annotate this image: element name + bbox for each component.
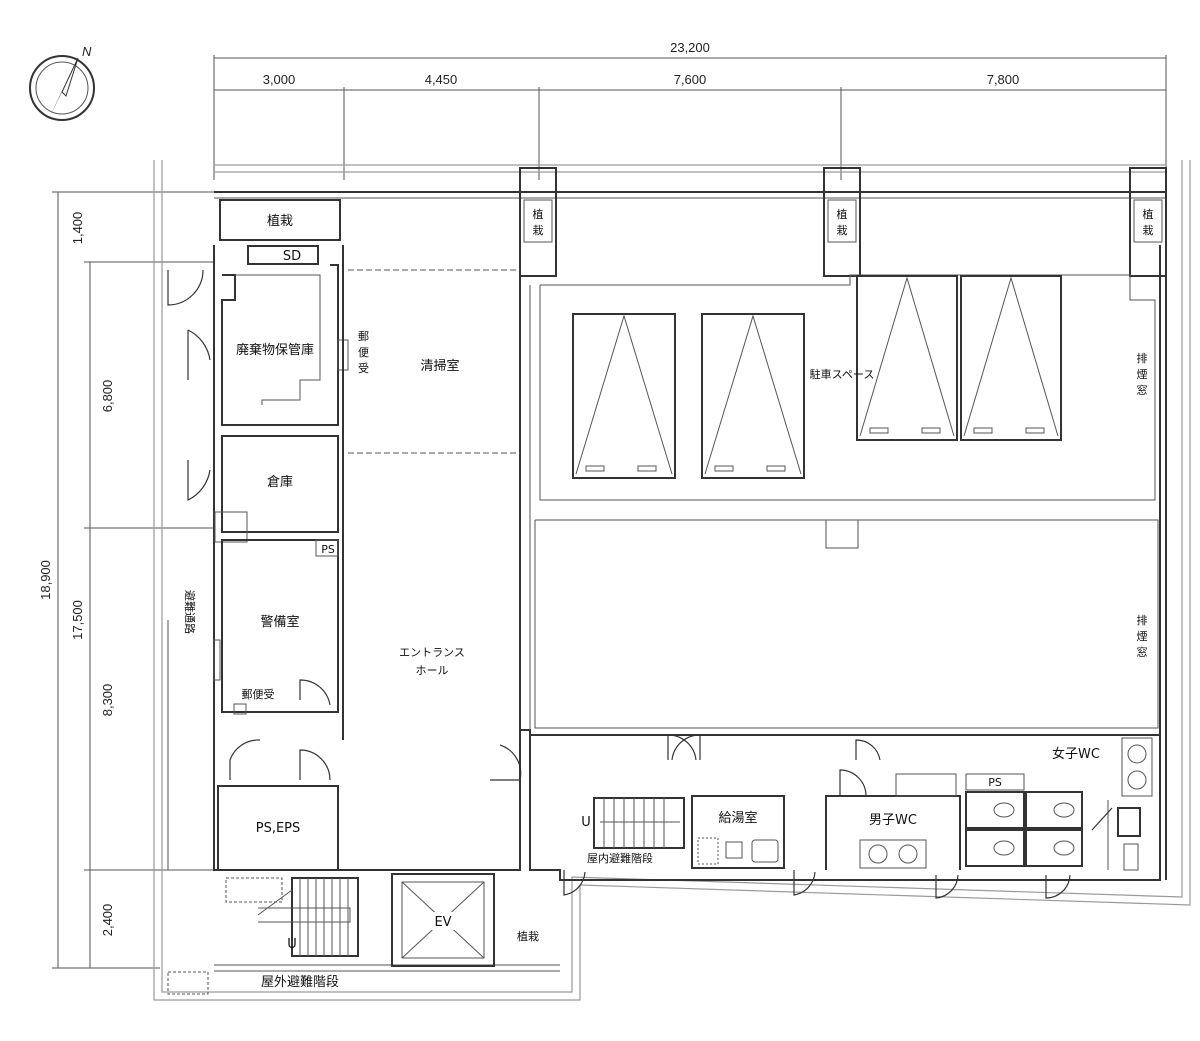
parking-label: 駐車スペース bbox=[810, 367, 875, 381]
ps-label-1: PS bbox=[321, 543, 335, 556]
warehouse: 倉庫 bbox=[214, 435, 339, 543]
planting-label-5: 植栽 bbox=[517, 929, 539, 943]
site-boundary bbox=[153, 160, 1191, 1001]
ps-eps-room: PS,EPS bbox=[217, 785, 339, 871]
building-walls bbox=[213, 245, 1167, 881]
mens-wc-label: 男子WC bbox=[869, 813, 917, 828]
smoke-vent-label-1c: 窓 bbox=[1137, 383, 1148, 397]
indoor-stairs-label: 屋内避難階段 bbox=[587, 851, 653, 865]
smoke-vent-label-2b: 煙 bbox=[1137, 630, 1148, 643]
planting-label-4a: 植 bbox=[1143, 207, 1154, 221]
top-dimensions: 23,200 3,000 4,450 7,600 7,800 bbox=[213, 40, 1167, 180]
up-mark-1: U bbox=[581, 815, 591, 830]
dim-row3: 8,300 bbox=[100, 684, 115, 717]
planting-label-3a: 植 bbox=[837, 207, 848, 221]
dim-total-depth: 18,900 bbox=[38, 560, 53, 600]
up-mark-2: U bbox=[287, 937, 297, 952]
north-arrow-icon: N bbox=[29, 44, 95, 121]
column-1 bbox=[519, 167, 557, 277]
womens-wc: 女子WC bbox=[1052, 737, 1153, 871]
parking-space-1 bbox=[572, 313, 676, 479]
dim-bay3: 7,600 bbox=[674, 72, 707, 87]
column-3 bbox=[1129, 167, 1167, 277]
evac-path-label: 避難通路 bbox=[183, 590, 197, 634]
dim-row4: 2,400 bbox=[100, 904, 115, 937]
kitchenette-label: 給湯室 bbox=[718, 810, 757, 826]
sd-label: SD bbox=[283, 249, 301, 264]
cleaning-room-label: 清掃室 bbox=[420, 358, 459, 374]
smoke-vent-label-2c: 窓 bbox=[1137, 645, 1148, 659]
mailbox-label-1c: 受 bbox=[358, 362, 369, 375]
security-room-label: 警備室 bbox=[260, 614, 299, 630]
elevator: EV bbox=[391, 873, 495, 967]
parking-space-2 bbox=[701, 313, 805, 479]
smoke-vent-label-1b: 煙 bbox=[1137, 368, 1148, 381]
entrance-hall: エントランス ホール bbox=[399, 646, 522, 781]
planting-label-1: 植栽 bbox=[267, 213, 293, 229]
mens-wc: 男子WC bbox=[825, 739, 961, 899]
dim-total-width: 23,200 bbox=[670, 40, 710, 55]
planting-strip: 植栽 植 栽 植 栽 植 栽 bbox=[214, 167, 1167, 277]
kitchenette: 給湯室 bbox=[691, 795, 816, 896]
dim-bay2: 4,450 bbox=[425, 72, 458, 87]
planting-label-2a: 植 bbox=[533, 207, 544, 221]
indoor-stairs: U 屋内避難階段 bbox=[581, 734, 701, 865]
outdoor-stairs-label: 屋外避難階段 bbox=[261, 975, 339, 990]
smoke-vent-label-1a: 排 bbox=[1137, 351, 1148, 365]
security-room: PS 警備室 郵便受 bbox=[213, 539, 339, 715]
mailbox-label-1: 郵 bbox=[358, 330, 369, 343]
ps-label-2: PS bbox=[988, 776, 1002, 789]
waste-storage-label: 廃棄物保管庫 bbox=[236, 342, 314, 358]
dim-bay4: 7,800 bbox=[987, 72, 1020, 87]
dim-depth-inner: 17,500 bbox=[70, 600, 85, 640]
mailbox-label-2: 郵便受 bbox=[242, 688, 275, 701]
dim-row1: 1,400 bbox=[70, 212, 85, 245]
womens-wc-label: 女子WC bbox=[1052, 746, 1100, 762]
planting-label-3b: 栽 bbox=[837, 224, 848, 237]
planting-label-4b: 栽 bbox=[1143, 224, 1154, 237]
north-label: N bbox=[82, 44, 92, 59]
dim-row2: 6,800 bbox=[100, 380, 115, 413]
planting-bed-1 bbox=[219, 199, 341, 241]
waste-storage-room: 廃棄物保管庫 郵 便 受 bbox=[221, 264, 369, 426]
parking-space-3 bbox=[856, 275, 958, 441]
ps-eps-label: PS,EPS bbox=[256, 821, 301, 836]
evac-path: 避難通路 bbox=[167, 590, 197, 870]
entrance-label-1: エントランス bbox=[399, 646, 465, 659]
sd-box bbox=[247, 245, 319, 265]
middle-area: 排 煙 窓 bbox=[530, 519, 1160, 736]
mailbox-label-1b: 便 bbox=[358, 346, 369, 359]
cleaning-room: 清掃室 bbox=[342, 245, 520, 740]
entrance-label-2: ホール bbox=[416, 664, 449, 677]
door-swings-left bbox=[167, 269, 331, 781]
dim-bay1: 3,000 bbox=[263, 72, 296, 87]
parking-area: 駐車スペース 排 煙 窓 bbox=[539, 274, 1156, 501]
door-bottom-1 bbox=[563, 870, 586, 896]
ev-label: EV bbox=[434, 915, 451, 930]
planting-label-2b: 栽 bbox=[533, 224, 544, 237]
smoke-vent-label-2a: 排 bbox=[1137, 613, 1148, 627]
left-dimensions: 18,900 17,500 1,400 6,800 8,300 2,400 bbox=[38, 191, 214, 969]
warehouse-label: 倉庫 bbox=[267, 475, 293, 490]
toilet-stalls: PS bbox=[965, 773, 1083, 899]
outdoor-stairs: U 屋外避難階段 bbox=[167, 877, 560, 995]
parking-space-4 bbox=[960, 275, 1062, 441]
column-2 bbox=[823, 167, 861, 277]
